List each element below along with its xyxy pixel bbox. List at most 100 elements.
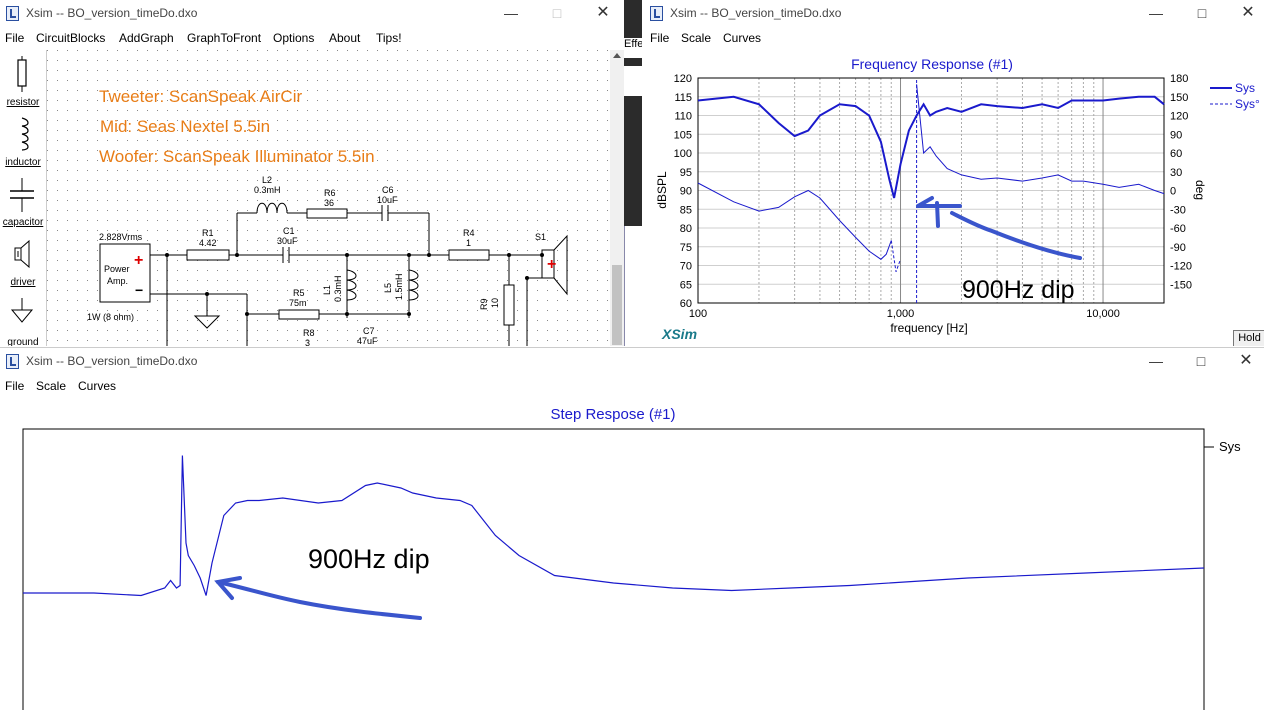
annotation-arrow-head [214, 576, 242, 600]
note-woofer: Woofer: ScanSpeak Illuminator 5.5in [99, 147, 375, 166]
r6-name: R6 [324, 188, 336, 198]
scroll-thumb[interactable] [612, 265, 622, 345]
background-window-strip: Effe [624, 0, 643, 346]
freq-window: Xsim -- BO_version_timeDo.dxo — □ ✕ File… [642, 0, 1264, 346]
y2-tick-label: 120 [1170, 111, 1188, 123]
legend-label-sys: Sys [1235, 81, 1255, 95]
app-icon [6, 354, 19, 369]
menu-options[interactable]: Options [273, 31, 315, 45]
r1-value: 4.42 [199, 238, 217, 248]
c1-name: C1 [283, 226, 295, 236]
tool-capacitor[interactable]: capacitor [0, 176, 46, 228]
series-phase-wrap [890, 240, 901, 272]
hold-button[interactable]: Hold [1233, 330, 1264, 346]
y-tick-label: 70 [680, 261, 692, 273]
y-tick-label: 100 [674, 148, 692, 160]
chart-title: Frequency Response (#1) [851, 56, 1013, 72]
y-tick-label: 80 [680, 223, 692, 235]
tool-inductor[interactable]: inductor [0, 116, 46, 168]
frequency-response-chart[interactable]: Frequency Response (#1) 6065707580859095… [642, 48, 1264, 346]
plot-frame [22, 428, 1205, 710]
circuit-window: Xsim -- BO_version_timeDo.dxo — □ ✕ File… [0, 0, 624, 346]
r6-value: 36 [324, 198, 334, 208]
amp-voltage: 2.828Vrms [99, 232, 143, 242]
minimize-icon[interactable]: — [1149, 5, 1163, 21]
menu-addgraph[interactable]: AddGraph [119, 31, 174, 45]
tool-driver[interactable]: driver [0, 236, 46, 288]
y2-tick-label: 150 [1170, 92, 1188, 104]
vertical-scrollbar[interactable] [610, 50, 624, 346]
power-amp-block[interactable] [99, 243, 151, 303]
menu-file[interactable]: File [650, 31, 670, 45]
freq-title-bar[interactable]: Xsim -- BO_version_timeDo.dxo — □ ✕ [642, 0, 1264, 26]
app-icon [650, 6, 663, 21]
annotation-arrow-stroke [950, 211, 1082, 260]
menu-scale[interactable]: Scale [681, 31, 712, 45]
y2-axis-label: deg [1193, 180, 1207, 200]
r1-name: R1 [202, 228, 214, 238]
minimize-icon[interactable]: — [1149, 353, 1163, 369]
chart-title: Step Respose (#1) [550, 406, 675, 423]
step-title-bar[interactable]: Xsim -- BO_version_timeDo.dxo — □ ✕ [0, 348, 1264, 374]
c7-name: C7 [363, 326, 375, 336]
tool-ground[interactable]: ground [0, 296, 46, 346]
series-phase-line [697, 182, 892, 260]
background-text: Effe [624, 38, 642, 58]
schematic-canvas[interactable]: Tweeter: ScanSpeak AirCir Mid: Seas Next… [47, 50, 610, 346]
legend-label-sys-phase: Sys° [1235, 97, 1260, 111]
y-tick-label: 75 [680, 242, 692, 254]
menu-curves[interactable]: Curves [78, 379, 117, 393]
y2-tick-label: -90 [1170, 242, 1186, 254]
tool-driver-label: driver [10, 277, 36, 288]
x-tick-label: 1,000 [887, 308, 915, 320]
c7-value: 47uF [357, 336, 378, 346]
close-icon[interactable]: ✕ [1239, 352, 1253, 369]
y2-tick-label: -150 [1170, 279, 1192, 291]
menu-curves[interactable]: Curves [723, 31, 762, 45]
component-toolbox: resistor inductor capacitor driver groun… [0, 50, 47, 346]
maximize-icon[interactable]: □ [1197, 5, 1207, 21]
tool-resistor-label: resistor [6, 97, 40, 108]
y-tick-label: 105 [674, 129, 692, 141]
minimize-icon[interactable]: — [504, 5, 518, 21]
scroll-up-icon[interactable] [613, 53, 621, 58]
menu-scale[interactable]: Scale [36, 379, 67, 393]
legend-label-sys: Sys [1219, 439, 1241, 454]
freq-menu-bar: File Scale Curves [642, 28, 1264, 48]
c1-value: 30uF [277, 236, 298, 246]
amp-impedance: 1W (8 ohm) [87, 312, 134, 322]
tool-inductor-label: inductor [5, 157, 41, 168]
y2-tick-label: -120 [1170, 261, 1192, 273]
menu-about[interactable]: About [329, 31, 361, 45]
menu-file[interactable]: File [5, 31, 25, 45]
circuit-menu-bar: File CircuitBlocks AddGraph GraphToFront… [0, 28, 624, 48]
circuit-title-bar[interactable]: Xsim -- BO_version_timeDo.dxo — □ ✕ [0, 0, 624, 26]
close-icon[interactable]: ✕ [1241, 4, 1255, 21]
inductor-icon [21, 117, 29, 151]
window-title: Xsim -- BO_version_timeDo.dxo [670, 6, 842, 20]
amp-label-2: Amp. [107, 276, 128, 286]
r5-name: R5 [293, 288, 305, 298]
step-response-chart[interactable]: Step Respose (#1) Sys 900Hz dip [0, 396, 1264, 710]
maximize-icon[interactable]: □ [1196, 353, 1206, 369]
y-axis-label: dBSPL [655, 171, 669, 209]
maximize-icon[interactable]: □ [552, 5, 562, 21]
x-tick-label: 10,000 [1086, 308, 1120, 320]
tool-resistor[interactable]: resistor [0, 56, 46, 108]
l1-name: L1 [322, 285, 332, 295]
menu-circuitblocks[interactable]: CircuitBlocks [36, 31, 106, 45]
step-window: Xsim -- BO_version_timeDo.dxo — □ ✕ File… [0, 347, 1264, 710]
menu-graphtofront[interactable]: GraphToFront [187, 31, 262, 45]
ground-icon [10, 298, 34, 323]
menu-tips[interactable]: Tips! [376, 31, 402, 45]
plot-frame [697, 77, 1165, 304]
close-icon[interactable]: ✕ [596, 4, 610, 21]
y-tick-label: 95 [680, 167, 692, 179]
c6-name: C6 [382, 185, 394, 195]
r5-value: 75m [289, 298, 307, 308]
xsim-logo: XSim [661, 326, 697, 342]
menu-file[interactable]: File [5, 379, 25, 393]
y-tick-label: 115 [674, 92, 692, 104]
y-tick-label: 90 [680, 186, 692, 198]
amp-label-1: Power [104, 264, 130, 274]
